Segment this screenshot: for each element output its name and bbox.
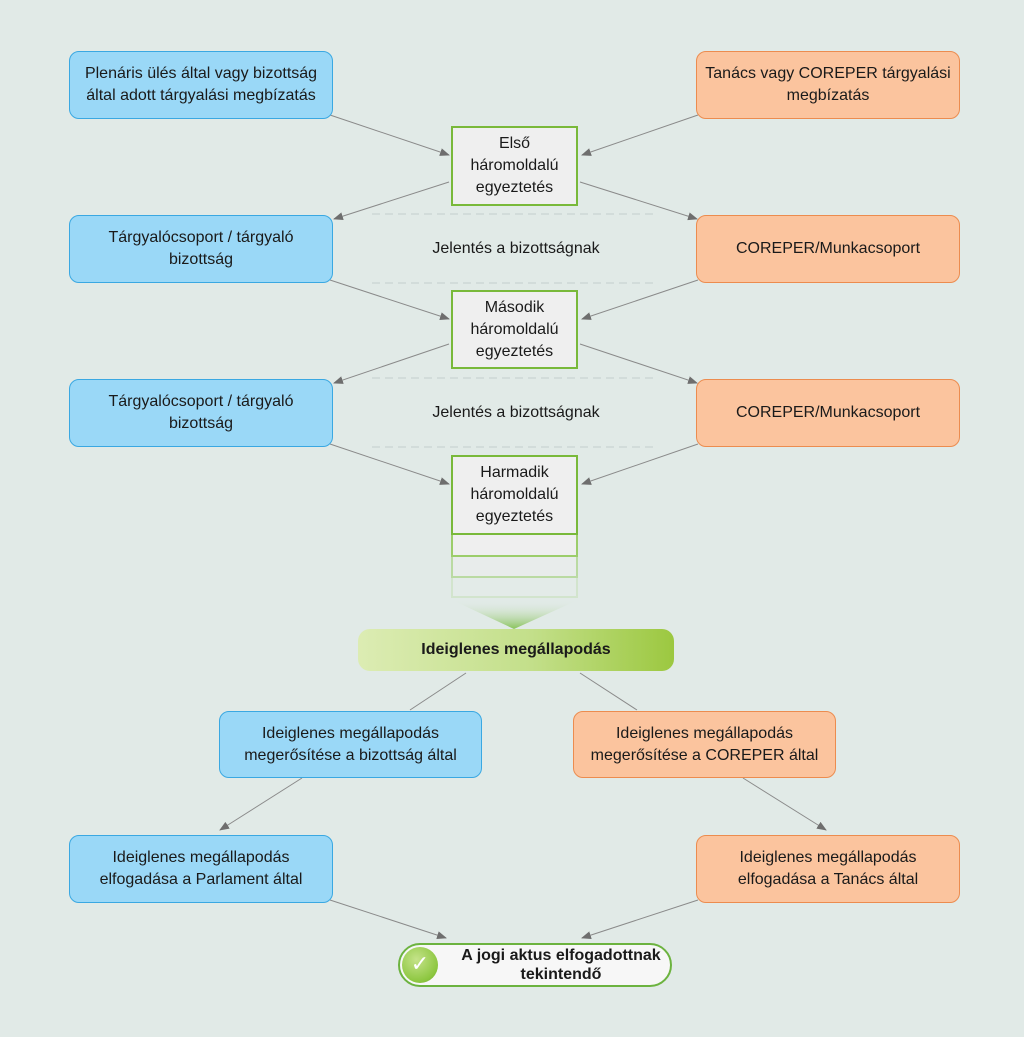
ep-negotiating-team-1-box: Tárgyalócsoport / tárgyaló bizottság <box>69 215 333 283</box>
arrow-trilogue-2-to-ep-team-2 <box>333 343 450 384</box>
arrow-coreper-confirmation-to-adoption <box>742 777 827 831</box>
connector-agreement-to-ep-confirmation <box>409 672 467 711</box>
provisional-agreement-box: Ideiglenes megállapodás <box>358 629 674 671</box>
arrow-ep-mandate-to-trilogue-1 <box>329 114 450 156</box>
check-icon: ✓ <box>402 947 438 983</box>
ep-mandate-box: Plenáris ülés által vagy bizottság által… <box>69 51 333 119</box>
further-trilogue-slot <box>451 578 578 598</box>
ep-adoption-box: Ideiglenes megállapodás elfogadása a Par… <box>69 835 333 903</box>
ep-confirmation-box: Ideiglenes megállapodás megerősítése a b… <box>219 711 482 778</box>
arrow-ep-adoption-to-final <box>329 899 447 939</box>
arrow-coreper-2-to-trilogue-3 <box>581 443 699 485</box>
arrow-trilogue-1-to-ep-team-1 <box>333 181 450 221</box>
arrow-council-mandate-to-trilogue-1 <box>581 114 699 156</box>
coreper-confirmation-box: Ideiglenes megállapodás megerősítése a C… <box>573 711 836 778</box>
council-mandate-box: Tanács vagy COREPER tárgyalási megbízatá… <box>696 51 960 119</box>
connector-agreement-to-coreper-confirmation <box>579 672 638 711</box>
coreper-working-group-1-box: COREPER/Munkacsoport <box>696 215 960 283</box>
ep-negotiating-team-2-box: Tárgyalócsoport / tárgyaló bizottság <box>69 379 333 447</box>
trilogue-2-box: Második háromoldalú egyeztetés <box>451 290 578 369</box>
report-to-committee-2-label: Jelentés a bizottságnak <box>432 404 600 421</box>
arrow-ep-team-1-to-trilogue-2 <box>329 279 450 320</box>
further-trilogue-slot <box>451 535 578 557</box>
arrow-trilogue-1-to-coreper-1 <box>579 181 698 221</box>
final-result-box: ✓ A jogi aktus elfogadottnak tekintendő <box>398 943 672 987</box>
final-result-label: A jogi aktus elfogadottnak tekintendő <box>461 947 661 983</box>
arrow-trilogue-2-to-coreper-2 <box>579 343 698 384</box>
arrow-council-adoption-to-final <box>581 899 699 939</box>
trilogue-1-box: Első háromoldalú egyeztetés <box>451 126 578 206</box>
report-to-committee-1-label: Jelentés a bizottságnak <box>432 240 600 257</box>
arrow-coreper-1-to-trilogue-2 <box>581 279 699 320</box>
arrow-ep-confirmation-to-adoption <box>219 777 303 831</box>
further-trilogue-slot <box>451 557 578 578</box>
trilogue-3-box: Harmadik háromoldalú egyeztetés <box>451 455 578 535</box>
funnel-shape <box>452 600 578 629</box>
arrow-ep-team-2-to-trilogue-3 <box>329 443 450 485</box>
coreper-working-group-2-box: COREPER/Munkacsoport <box>696 379 960 447</box>
council-adoption-box: Ideiglenes megállapodás elfogadása a Tan… <box>696 835 960 903</box>
